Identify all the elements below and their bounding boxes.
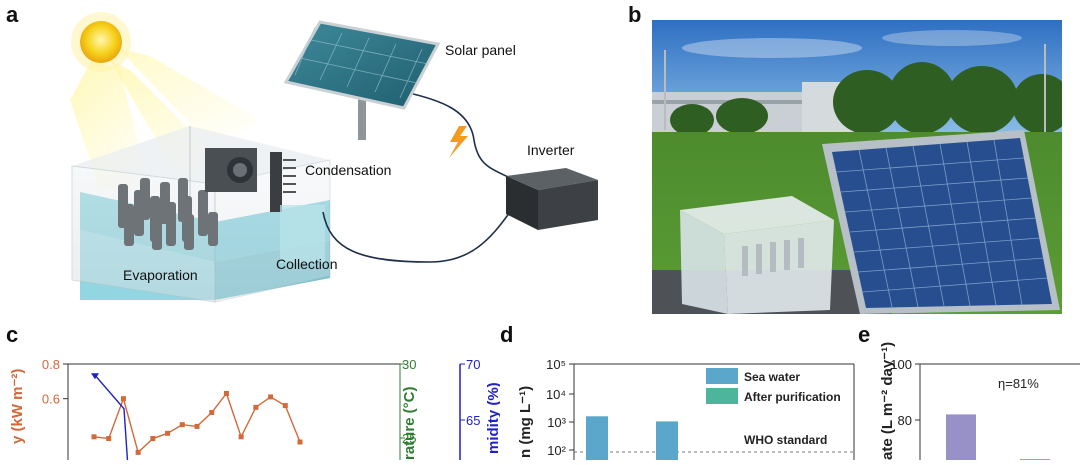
panel-c-irradiance-point	[120, 396, 126, 402]
sun-icon	[71, 12, 131, 72]
panel-b-photo	[652, 20, 1062, 314]
panel-label-b: b	[628, 2, 642, 27]
panel-d-y-tick-label: 10³	[547, 415, 566, 430]
panel-d-legend-sea: Sea water	[744, 370, 800, 384]
panel-c-irradiance-point	[194, 423, 200, 429]
panel-d-y-tick-label: 10²	[547, 443, 566, 458]
panel-c-ylabel-temp: rature (°C)	[401, 386, 418, 460]
panel-e-chart: ate (L m⁻² day⁻¹)1008060η=81%	[860, 318, 1080, 460]
panel-a-illustration	[70, 12, 598, 303]
panel-c-irradiance-point	[209, 410, 215, 416]
panel-d-legend-swatch-after	[706, 388, 738, 404]
solar-panel-illustration	[283, 20, 441, 140]
panel-d-bar-sea-water	[656, 421, 678, 460]
panel-label-d: d	[500, 322, 514, 347]
power-cable	[322, 211, 511, 263]
panel-c-irradiance-point	[282, 403, 288, 409]
label-collection: Collection	[276, 256, 338, 272]
panel-c-humidity-point	[91, 373, 99, 380]
panel-c-irradiance-point	[253, 404, 259, 410]
panel-d-ylabel: n (mg L⁻¹)	[517, 386, 534, 458]
panel-c-irradiance-point	[179, 422, 185, 428]
panel-c-temp-tick-label: 30	[402, 357, 416, 372]
panel-d-legend-swatch-sea	[706, 368, 738, 384]
panel-c-left-tick-label: 0.8	[42, 357, 60, 372]
inverter-box	[506, 168, 598, 230]
panel-c-ylabel-humidity: midity (%)	[485, 382, 500, 454]
panel-c-irradiance-point	[268, 394, 274, 400]
panel-e-annotation: η=81%	[998, 376, 1039, 391]
panel-d-legend-after: After purification	[744, 390, 841, 404]
label-condensation: Condensation	[305, 162, 392, 178]
panel-label-c: c	[6, 322, 19, 347]
panel-label-e: e	[858, 322, 871, 347]
panel-e-ylabel: ate (L m⁻² day⁻¹)	[879, 342, 896, 460]
panel-e-y-tick-label: 100	[890, 357, 912, 372]
panel-c-humidity-tick-label: 65	[466, 413, 480, 428]
label-solar-panel: Solar panel	[445, 42, 516, 58]
panel-c-left-tick-label: 0.6	[42, 392, 60, 407]
evaporation-device	[71, 126, 331, 303]
panel-d-chart: n (mg L⁻¹) 10⁵ 10⁴ 10³ 10² WHO standard Sea wa…	[500, 318, 860, 460]
panel-d-who-label: WHO standard	[744, 433, 827, 447]
panel-e-bar	[946, 414, 976, 460]
panel-c-irradiance-point	[91, 434, 97, 440]
pillar-array	[118, 178, 218, 250]
panel-label-a: a	[6, 2, 19, 27]
label-evaporation: Evaporation	[123, 267, 198, 283]
panel-c-irradiance-point	[150, 436, 156, 442]
panel-c-chart: y (kW m⁻²) rature (°C) midity (%) 0.8 0.6…	[0, 318, 502, 465]
panel-c-temp-tick-label: 25	[402, 431, 416, 446]
label-inverter: Inverter	[527, 142, 575, 158]
lightning-icon	[449, 126, 468, 158]
power-cable-upper	[404, 91, 511, 179]
panel-d-y-tick-label: 10⁵	[546, 357, 566, 372]
panel-c-irradiance-point	[106, 436, 112, 442]
panel-c-irradiance-point	[297, 439, 303, 445]
panel-d-bar-sea-water	[586, 416, 608, 460]
panel-e-y-tick-label: 80	[898, 413, 912, 428]
panel-c-irradiance-point	[223, 390, 229, 396]
panel-c-ylabel-left: y (kW m⁻²)	[9, 369, 26, 444]
panel-c-humidity-line	[94, 374, 129, 465]
panel-c-irradiance-point	[135, 449, 141, 455]
panel-c-irradiance-point	[238, 434, 244, 440]
panel-c-humidity-tick-label: 70	[466, 357, 480, 372]
panel-d-y-tick-label: 10⁴	[546, 387, 566, 402]
panel-c-irradiance-point	[165, 430, 171, 436]
